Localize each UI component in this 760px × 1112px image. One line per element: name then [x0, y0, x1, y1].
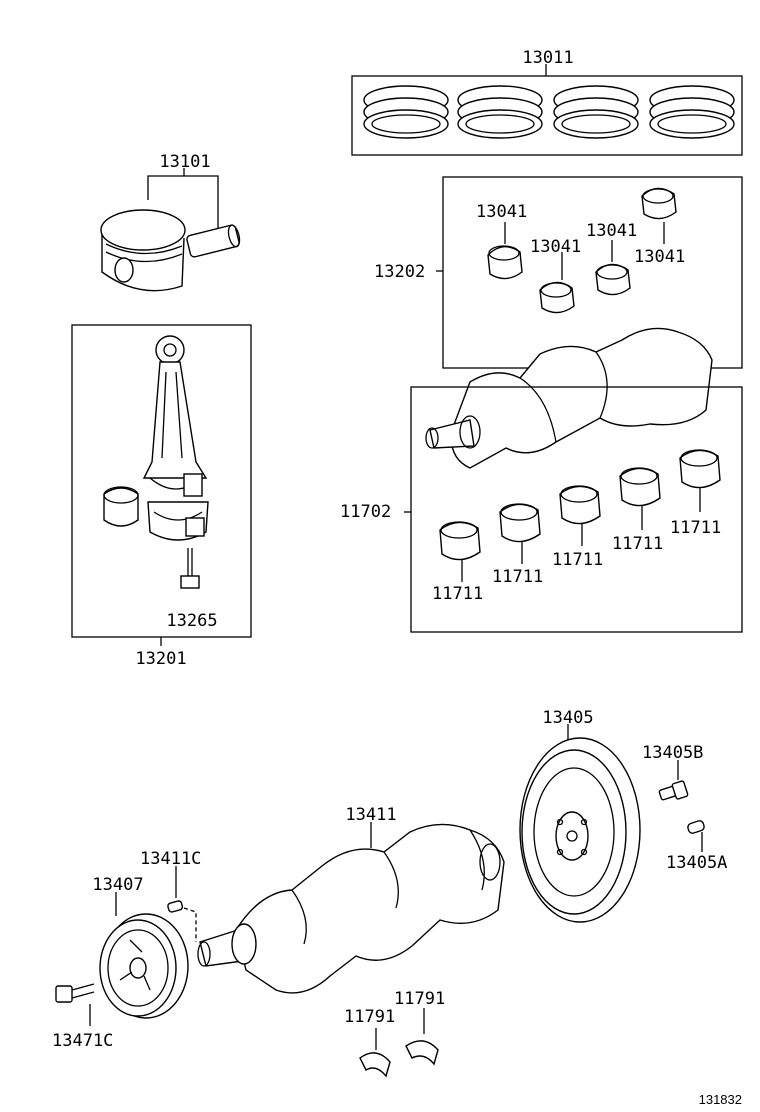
label-13041-b[interactable]: 13041	[530, 237, 581, 257]
rod-bearing-3	[595, 263, 631, 296]
crankshaft-group[interactable]: 13411	[197, 805, 505, 994]
label-13411C[interactable]: 13411C	[140, 849, 201, 869]
piston-ring-set-2	[457, 85, 543, 139]
label-11702[interactable]: 11702	[340, 502, 391, 522]
label-11791-b[interactable]: 11791	[394, 989, 445, 1009]
piston-ring-set-1	[363, 85, 449, 139]
rod-bearing-group[interactable]: 13202 13041 13041 13041 13041	[374, 176, 743, 369]
label-11711-a[interactable]: 11711	[432, 584, 483, 604]
label-11711-b[interactable]: 11711	[492, 567, 543, 587]
piston-group[interactable]: 13101	[100, 152, 242, 292]
label-13407[interactable]: 13407	[92, 875, 143, 895]
crankshaft-ghost	[425, 327, 713, 469]
rod-bearing-2	[539, 281, 575, 314]
label-13265[interactable]: 13265	[166, 611, 217, 631]
flywheel-group[interactable]: 13405	[519, 708, 641, 923]
label-11791-a[interactable]: 11791	[344, 1007, 395, 1027]
crank-pin[interactable]: 13411C	[140, 849, 201, 942]
pulley-bolt[interactable]: 13471C	[52, 983, 113, 1051]
thrust-washer-2[interactable]: 11791	[394, 989, 445, 1066]
label-13405[interactable]: 13405	[542, 708, 593, 728]
label-13041-d[interactable]: 13041	[634, 247, 685, 267]
label-13101[interactable]: 13101	[159, 152, 210, 172]
flywheel-pin[interactable]: 13405A	[666, 820, 727, 873]
label-13471C[interactable]: 13471C	[52, 1031, 113, 1051]
connecting-rod-group[interactable]: 13265 13201	[71, 324, 252, 669]
main-bearing-group[interactable]: 11702 11711 11711 11711 11711 11711	[340, 386, 743, 633]
label-13201[interactable]: 13201	[135, 649, 186, 669]
rod-bearing-4	[641, 187, 677, 220]
label-11711-e[interactable]: 11711	[670, 518, 721, 538]
label-13405B[interactable]: 13405B	[642, 743, 703, 763]
label-13202[interactable]: 13202	[374, 262, 425, 282]
label-13011[interactable]: 13011	[522, 48, 573, 68]
main-bearing-2	[499, 503, 541, 543]
label-13405A[interactable]: 13405A	[666, 853, 727, 873]
label-11711-d[interactable]: 11711	[612, 534, 663, 554]
rod-cap	[147, 501, 209, 541]
label-13411[interactable]: 13411	[345, 805, 396, 825]
piston-ring-set-3	[553, 85, 639, 139]
thrust-washer-1[interactable]: 11791	[344, 1007, 395, 1078]
main-bearing-5	[679, 449, 721, 489]
label-13041-c[interactable]: 13041	[586, 221, 637, 241]
piston-rings-group[interactable]: 13011	[351, 48, 743, 156]
label-11711-c[interactable]: 11711	[552, 550, 603, 570]
pulley-group[interactable]: 13407	[92, 875, 189, 1019]
rod-bearing-1	[487, 245, 523, 280]
label-13041-a[interactable]: 13041	[476, 202, 527, 222]
piston-ring-set-4	[649, 85, 735, 139]
main-bearing-4	[619, 467, 661, 507]
main-bearing-3	[559, 485, 601, 525]
connecting-rod	[142, 335, 208, 497]
flywheel-bolt[interactable]: 13405B	[642, 743, 703, 801]
diagram-code: 131832	[699, 1092, 742, 1107]
rod-bearing-shell	[103, 486, 139, 527]
conrod-bolt	[180, 548, 200, 589]
main-bearing-1	[439, 521, 481, 561]
